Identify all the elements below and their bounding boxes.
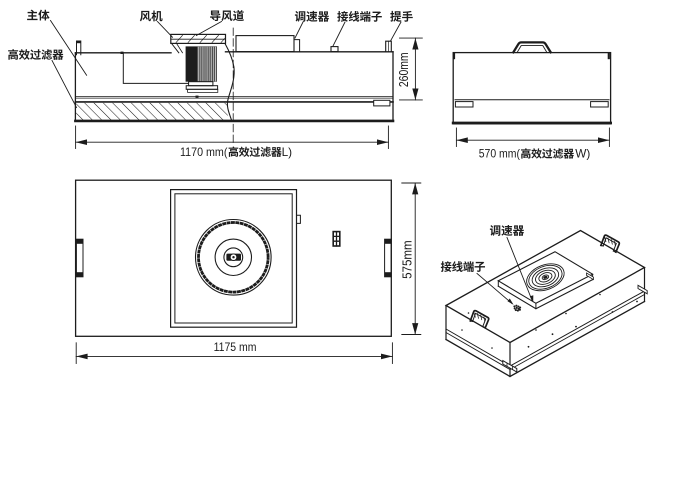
svg-text:260mm: 260mm bbox=[396, 52, 411, 87]
svg-text:1170 mm(: 1170 mm( bbox=[180, 145, 227, 159]
svg-text:1175 mm: 1175 mm bbox=[214, 340, 257, 354]
svg-text:575mm: 575mm bbox=[399, 240, 414, 279]
svg-text:W): W) bbox=[575, 147, 590, 161]
svg-text:570 mm(: 570 mm( bbox=[479, 147, 520, 161]
svg-text:L): L) bbox=[282, 145, 293, 159]
